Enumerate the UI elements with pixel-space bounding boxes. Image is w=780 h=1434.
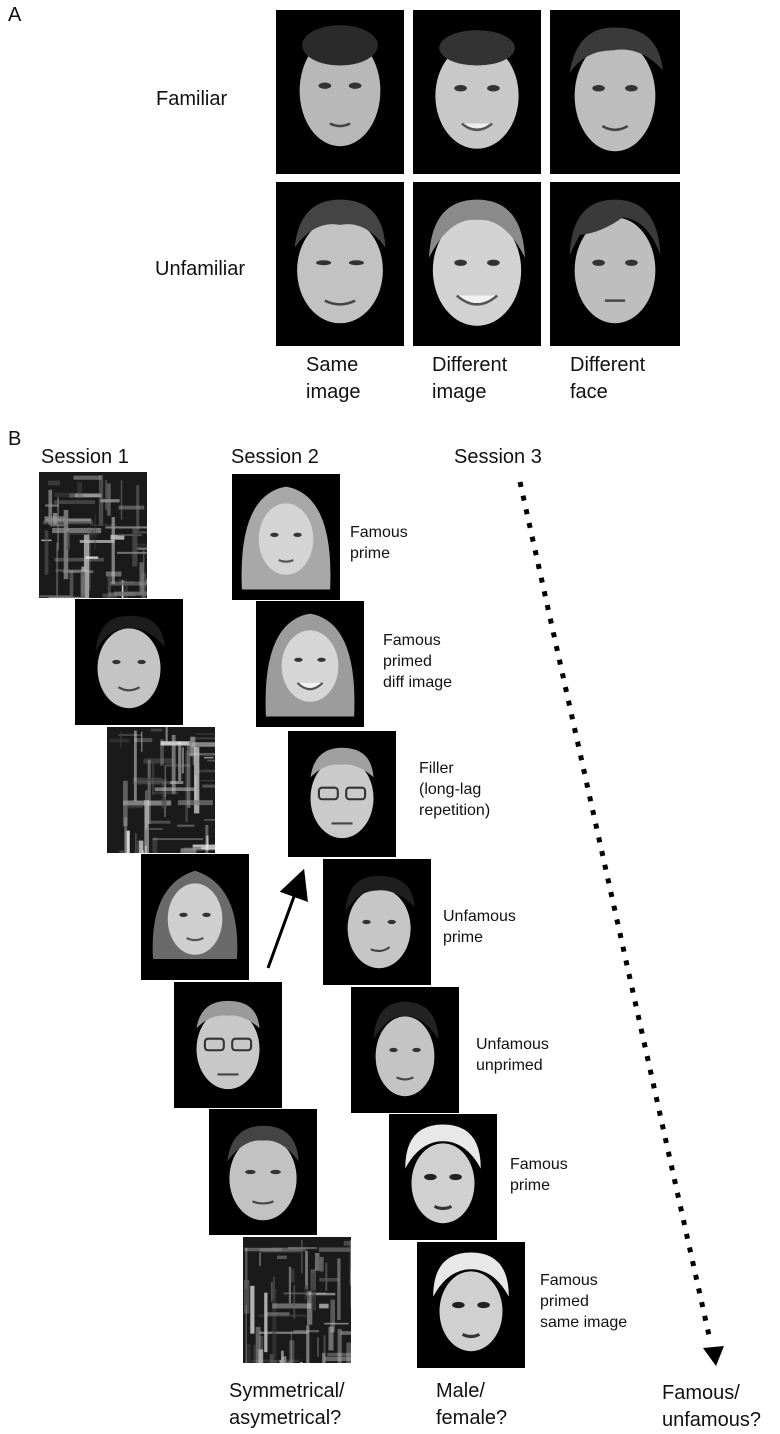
panel-b-label: B — [8, 428, 21, 451]
column-label-different-face: Different face — [570, 352, 645, 406]
trial-label-famous-prime: Famous prime — [350, 522, 408, 564]
trial-label-unfamous-prime: Unfamous prime — [443, 906, 516, 948]
face-familiar-different-image — [413, 10, 541, 174]
column-label-same-image: Same image — [306, 352, 360, 406]
face-session1-famous-female — [141, 854, 249, 980]
task-label-session-2: Male/ female? — [436, 1378, 507, 1432]
face-familiar-different-face — [550, 10, 680, 174]
face-session2-famous-primed-same-image — [417, 1242, 525, 1368]
trial-label-famous-primed-diff-image: Famous primed diff image — [383, 630, 452, 693]
scrambled-image-2 — [107, 727, 215, 853]
trial-label-famous-prime-2: Famous prime — [510, 1154, 568, 1196]
row-label-familiar: Familiar — [156, 86, 227, 113]
face-session2-filler — [288, 731, 396, 857]
face-session2-unfamous-prime — [323, 859, 431, 985]
task-label-session-1: Symmetrical/ asymetrical? — [229, 1378, 345, 1432]
session-2-label: Session 2 — [231, 444, 319, 471]
panel-a-label: A — [8, 4, 21, 27]
face-unfamiliar-different-face — [550, 182, 680, 346]
face-session2-famous-prime — [232, 474, 340, 600]
session-3-arrowhead — [703, 1346, 724, 1366]
trial-label-famous-primed-same-image: Famous primed same image — [540, 1270, 627, 1333]
repetition-arrow — [268, 880, 300, 968]
face-session2-famous-primed-diff-image — [256, 601, 364, 727]
scrambled-image-3 — [243, 1237, 351, 1363]
face-unfamiliar-same-image — [276, 182, 404, 346]
face-familiar-same-image — [276, 10, 404, 174]
face-session1-filler — [174, 982, 282, 1108]
row-label-unfamiliar: Unfamiliar — [155, 256, 245, 283]
face-unfamiliar-different-image — [413, 182, 541, 346]
session-3-label: Session 3 — [454, 444, 542, 471]
session-1-label: Session 1 — [41, 444, 129, 471]
face-session1-famous-male — [75, 599, 183, 725]
column-label-different-image: Different image — [432, 352, 507, 406]
trial-label-unfamous-unprimed: Unfamous unprimed — [476, 1034, 549, 1076]
face-session2-unfamous-unprimed — [351, 987, 459, 1113]
task-label-session-3: Famous/ unfamous? — [662, 1380, 761, 1434]
face-session2-famous-prime-2 — [389, 1114, 497, 1240]
face-session1-unfamiliar — [209, 1109, 317, 1235]
session-3-dotted-arrow — [520, 482, 710, 1340]
scrambled-image-1 — [39, 472, 147, 598]
trial-label-filler: Filler (long-lag repetition) — [419, 758, 490, 821]
